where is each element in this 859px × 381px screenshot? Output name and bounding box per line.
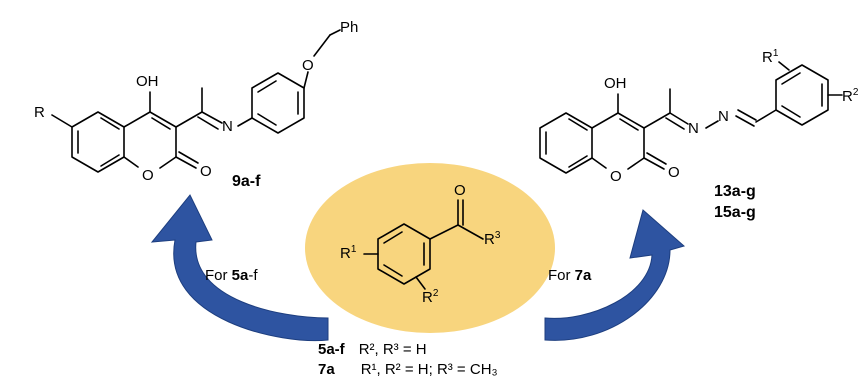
left-r-substituent: R — [34, 104, 45, 121]
right-arrow-label: For 7a — [548, 267, 592, 284]
right-hydrazone-n1: N — [688, 120, 699, 137]
left-ring-o: O — [142, 167, 154, 184]
right-r1-substituent: R1 — [762, 48, 779, 66]
central-carbonyl-o: O — [454, 182, 466, 199]
right-ring-o: O — [610, 168, 622, 185]
left-curved-arrow — [150, 194, 329, 342]
central-r3-substituent: R3 — [484, 230, 501, 248]
right-compound-label-13: 13a-g — [714, 183, 756, 200]
central-reagent-structure — [363, 199, 484, 290]
central-r2-substituent: R2 — [422, 288, 439, 306]
left-oh-label: OH — [136, 73, 159, 90]
right-curved-arrow — [544, 209, 686, 341]
right-hydrazone-n2: N — [718, 108, 729, 125]
central-r1-substituent: R1 — [340, 244, 357, 262]
left-product-structure — [51, 29, 341, 173]
left-imine-n: N — [222, 118, 233, 135]
left-carbonyl-o: O — [200, 163, 212, 180]
right-oh-label: OH — [604, 75, 627, 92]
right-product-structure — [539, 61, 843, 174]
right-r2-substituent: R2 — [842, 87, 859, 105]
left-ph-label: Ph — [340, 19, 358, 36]
right-carbonyl-o: O — [668, 164, 680, 181]
right-compound-label-15: 15a-g — [714, 204, 756, 221]
left-ether-o: O — [302, 57, 314, 74]
left-compound-label: 9a-f — [232, 173, 261, 190]
left-arrow-label: For 5a-f — [205, 267, 258, 284]
